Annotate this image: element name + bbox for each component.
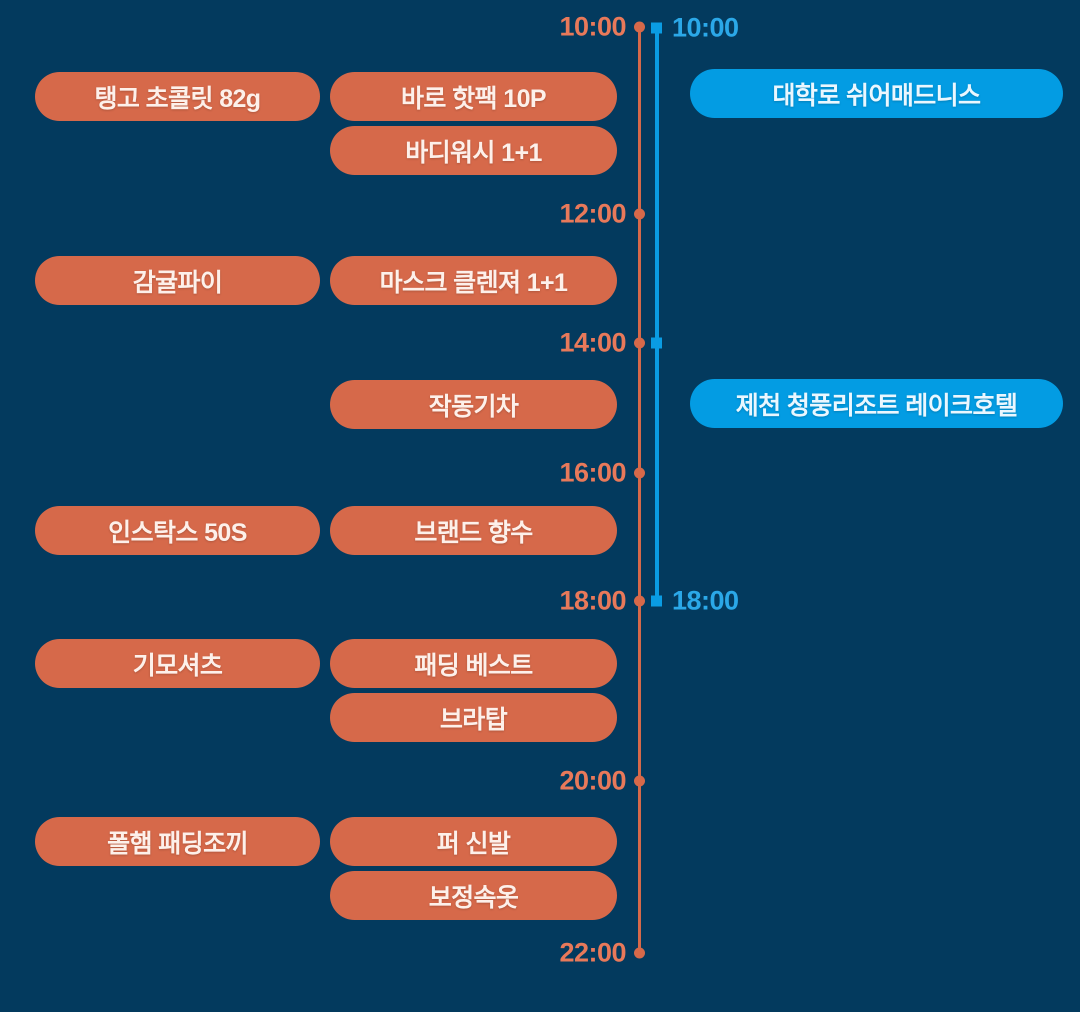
blue-timeline-axis — [655, 28, 659, 602]
product-pill[interactable]: 마스크 클렌져 1+1 — [330, 256, 617, 305]
tick-label-orange-1200: 12:00 — [559, 198, 626, 229]
product-pill[interactable]: 바로 핫팩 10P — [330, 72, 617, 121]
venue-pill[interactable]: 대학로 쉬어매드니스 — [690, 69, 1063, 118]
product-pill[interactable]: 폴햄 패딩조끼 — [35, 817, 320, 866]
tick-label-orange-1400: 14:00 — [559, 327, 626, 358]
tick-label-orange-1000: 10:00 — [559, 11, 626, 42]
tick-marker-orange-1600 — [634, 467, 645, 479]
product-pill[interactable]: 기모셔츠 — [35, 639, 320, 688]
tick-label-blue-1800: 18:00 — [672, 585, 739, 616]
product-pill[interactable]: 감귤파이 — [35, 256, 320, 305]
tick-marker-orange-2000 — [634, 775, 645, 787]
tick-marker-orange-1200 — [634, 208, 645, 220]
product-pill[interactable]: 브라탑 — [330, 693, 617, 742]
tick-marker-blue-1000 — [651, 22, 662, 34]
product-pill[interactable]: 브랜드 향수 — [330, 506, 617, 555]
tick-marker-blue-1800 — [651, 595, 662, 607]
product-pill[interactable]: 탱고 초콜릿 82g — [35, 72, 320, 121]
product-pill[interactable]: 인스탁스 50S — [35, 506, 320, 555]
tick-marker-orange-1800 — [634, 595, 645, 607]
tick-marker-orange-1400 — [634, 337, 645, 349]
tick-marker-orange-2200 — [634, 947, 645, 959]
tick-marker-orange-1000 — [634, 21, 645, 33]
product-pill[interactable]: 퍼 신발 — [330, 817, 617, 866]
product-pill[interactable]: 작동기차 — [330, 380, 617, 429]
product-pill[interactable]: 패딩 베스트 — [330, 639, 617, 688]
tick-label-orange-2000: 20:00 — [559, 765, 626, 796]
tick-label-orange-2200: 22:00 — [559, 937, 626, 968]
tick-label-blue-1000: 10:00 — [672, 12, 739, 43]
product-pill[interactable]: 바디워시 1+1 — [330, 126, 617, 175]
tick-marker-blue-1400 — [651, 337, 662, 349]
tick-label-orange-1600: 16:00 — [559, 457, 626, 488]
orange-timeline-axis — [638, 27, 641, 953]
tick-label-orange-1800: 18:00 — [559, 585, 626, 616]
venue-pill[interactable]: 제천 청풍리조트 레이크호텔 — [690, 379, 1063, 428]
product-pill[interactable]: 보정속옷 — [330, 871, 617, 920]
